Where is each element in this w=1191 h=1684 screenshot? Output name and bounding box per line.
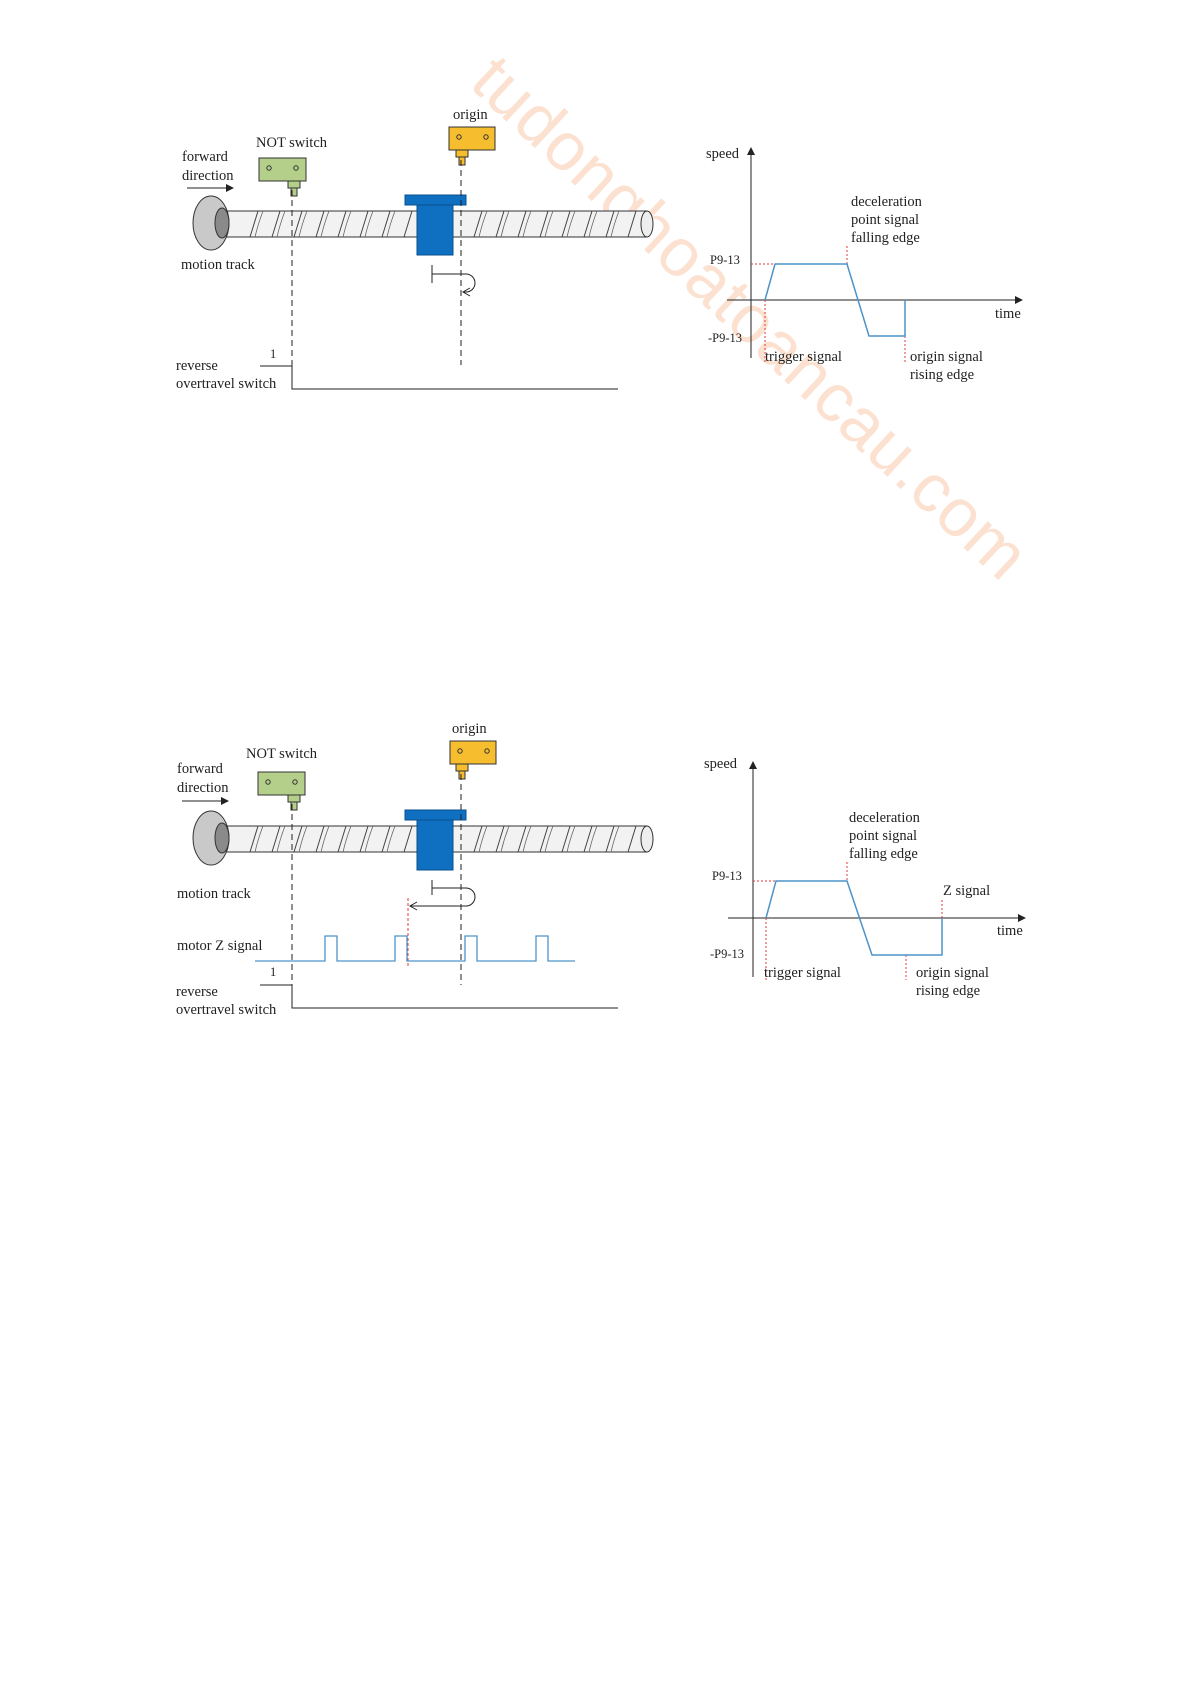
- diagram2-mechanism: origin NOT switch forward direction: [176, 721, 654, 1018]
- origin-switch: [449, 740, 497, 780]
- speed-curve: [764, 263, 906, 337]
- speed-axis-label: speed: [706, 146, 740, 162]
- return-arrowhead: [408, 901, 418, 911]
- pos-speed-label: P9-13: [710, 253, 740, 267]
- reverse-label-line1: reverse: [176, 358, 218, 374]
- signal-level-label: 1: [270, 347, 276, 361]
- return-arrowhead: [461, 287, 471, 297]
- speed-curve: [765, 880, 943, 956]
- time-axis-label: time: [995, 306, 1021, 322]
- trigger-signal-label: trigger signal: [764, 965, 841, 981]
- forward-label-line1: forward: [182, 149, 229, 165]
- trigger-signal-label: trigger signal: [765, 349, 842, 365]
- origin-label: origin: [452, 721, 487, 737]
- z-signal-label: Z signal: [943, 883, 990, 899]
- neg-speed-label: -P9-13: [710, 947, 744, 961]
- motion-track-label: motion track: [177, 886, 251, 902]
- reverse-label-line2: overtravel switch: [176, 376, 277, 392]
- decel-label-line1: deceleration: [849, 810, 921, 826]
- origin-label: origin: [453, 107, 488, 123]
- pos-speed-label: P9-13: [712, 869, 742, 883]
- forward-label-line2: direction: [182, 168, 234, 184]
- forward-label-line2: direction: [177, 780, 229, 796]
- speed-axis-label: speed: [704, 756, 738, 772]
- decel-label-line1: deceleration: [851, 194, 923, 210]
- reverse-overtravel-signal: [260, 984, 618, 1009]
- decel-label-line2: point signal: [849, 828, 917, 844]
- origin-signal-label-line2: rising edge: [910, 367, 974, 383]
- origin-signal-label-line1: origin signal: [916, 965, 989, 981]
- slider-block: [404, 194, 467, 256]
- forward-label-line1: forward: [177, 761, 224, 777]
- signal-level-label: 1: [270, 965, 276, 979]
- reverse-label-line2: overtravel switch: [176, 1002, 277, 1018]
- z-signal-label: motor Z signal: [177, 938, 262, 954]
- motion-track-label: motion track: [181, 257, 255, 273]
- reverse-overtravel-signal: [260, 365, 618, 390]
- z-pulse-train: [255, 935, 575, 962]
- origin-signal-label-line1: origin signal: [910, 349, 983, 365]
- neg-speed-label: -P9-13: [708, 331, 742, 345]
- not-switch-label: NOT switch: [246, 746, 318, 762]
- diagram2-speed-chart: speed time P9-13 -P9-13 deceleration poi…: [704, 756, 1026, 999]
- return-path: [431, 265, 476, 293]
- diagram1-mechanism: origin NOT switch forward direction: [176, 107, 654, 392]
- decel-label-line2: point signal: [851, 212, 919, 228]
- origin-signal-label-line2: rising edge: [916, 983, 980, 999]
- decel-label-line3: falling edge: [849, 846, 918, 862]
- not-switch: [258, 157, 307, 197]
- origin-switch: [448, 126, 496, 166]
- decel-label-line3: falling edge: [851, 230, 920, 246]
- return-path: [410, 880, 476, 907]
- slider-block: [404, 809, 467, 871]
- not-switch: [257, 771, 306, 811]
- diagram1-speed-chart: speed time P9-13 -P9-13 deceleration poi…: [706, 146, 1023, 383]
- not-switch-label: NOT switch: [256, 135, 328, 151]
- time-axis-label: time: [997, 923, 1023, 939]
- reverse-label-line1: reverse: [176, 984, 218, 1000]
